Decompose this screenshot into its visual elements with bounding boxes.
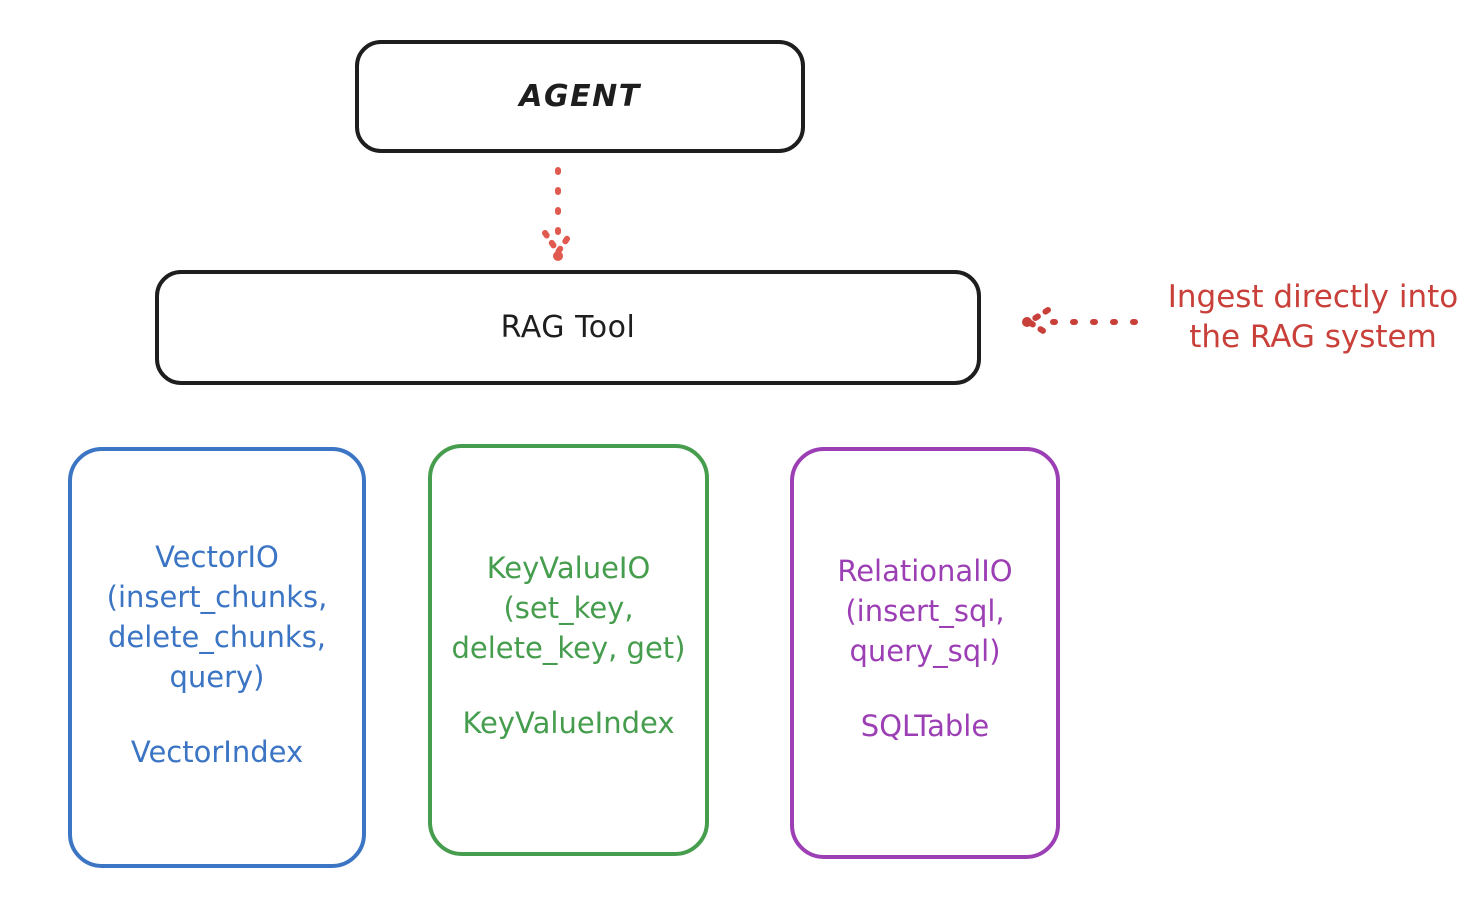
- node-agent-label: AGENT: [519, 79, 641, 114]
- node-vector-io[interactable]: VectorIO (insert_chunks, delete_chunks, …: [68, 447, 366, 868]
- node-vector-io-index: VectorIndex: [130, 735, 304, 770]
- connector-ingest-to-rag-tool: [1022, 307, 1138, 337]
- node-relational-io-signature: RelationalIO (insert_sql, query_sql): [837, 554, 1013, 669]
- node-key-value-io[interactable]: KeyValueIO (set_key, delete_key, get) Ke…: [428, 444, 709, 856]
- node-relational-io-index: SQLTable: [860, 709, 990, 744]
- connector-agent-to-rag-tool: [542, 167, 574, 261]
- node-key-value-io-index: KeyValueIndex: [462, 706, 675, 741]
- annotation-ingest: Ingest directly into the RAG system: [1167, 279, 1459, 355]
- node-rag-tool-label: RAG Tool: [500, 310, 636, 345]
- node-key-value-io-signature: KeyValueIO (set_key, delete_key, get): [451, 551, 686, 666]
- node-vector-io-signature: VectorIO (insert_chunks, delete_chunks, …: [106, 540, 328, 695]
- node-agent[interactable]: AGENT: [355, 40, 805, 153]
- node-relational-io[interactable]: RelationalIO (insert_sql, query_sql) SQL…: [790, 447, 1060, 859]
- node-rag-tool[interactable]: RAG Tool: [155, 270, 981, 385]
